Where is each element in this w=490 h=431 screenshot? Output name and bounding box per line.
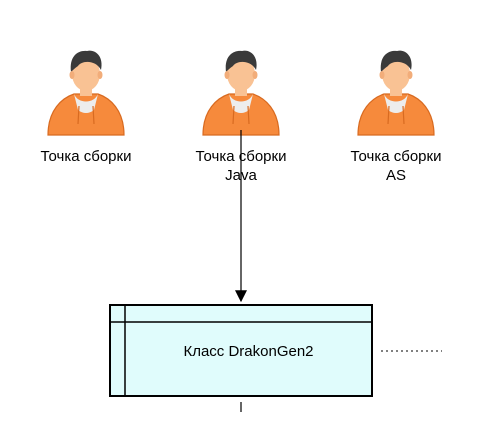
- class-label: Класс DrakonGen2: [183, 343, 314, 360]
- actor-label-2: Точка сборки Java: [195, 148, 287, 184]
- actor-3-icon: [357, 50, 435, 136]
- actor-1-icon: [47, 50, 125, 136]
- actor-label-1: Точка сборки: [40, 148, 132, 165]
- actor-2-icon: [202, 50, 280, 136]
- actor-label-3: Точка сборки AS: [350, 148, 442, 184]
- class-box: [109, 304, 373, 397]
